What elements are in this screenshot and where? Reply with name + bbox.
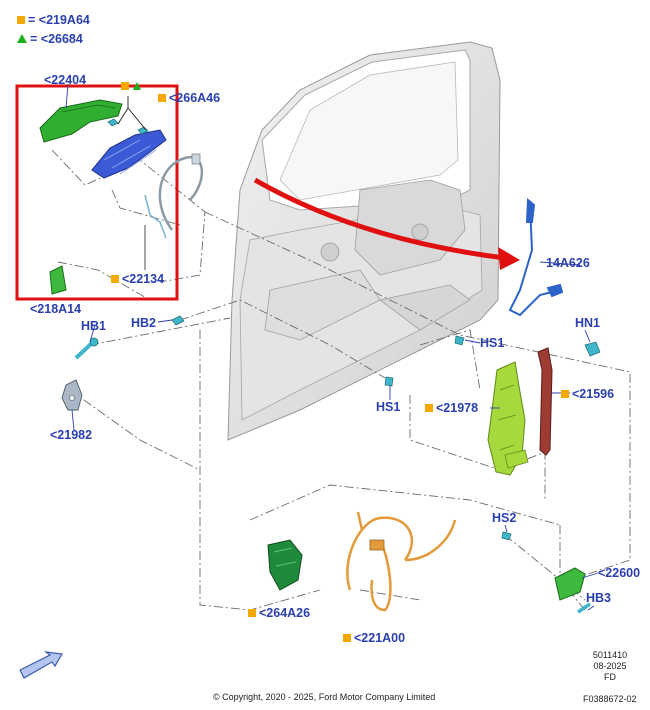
- bracket-part-22404: [39, 99, 123, 143]
- callout-21978: <21978: [425, 401, 478, 415]
- orange-square-icon: [561, 390, 569, 398]
- bolt-hb2: [171, 315, 185, 326]
- rod-part-22134: [144, 194, 167, 239]
- bracket-part-22600: [554, 567, 586, 601]
- reference-date: 08-2025: [593, 661, 627, 671]
- nut-hn1: [584, 341, 601, 357]
- reference-number: 5011410: [592, 650, 628, 660]
- reference-code: FD: [604, 672, 616, 682]
- door-shell: [227, 41, 501, 441]
- callout-hb3: HB3: [586, 591, 612, 605]
- hinge-part-21982: [61, 379, 83, 411]
- callout-14A626: 14A626: [546, 256, 590, 270]
- screw-hs2: [501, 531, 512, 541]
- screw-hs1-lower: [384, 376, 394, 387]
- legend-green-triangle: = <26684: [17, 32, 83, 46]
- clip-fasteners: [107, 82, 149, 135]
- figure-id: F0388672-02: [583, 694, 637, 704]
- callout-221A00: <221A00: [343, 631, 405, 645]
- orange-square-icon: [158, 94, 166, 102]
- callout-218A14: <218A14: [30, 302, 82, 316]
- wiring-part-14A626: [508, 197, 564, 317]
- highlight-box: [15, 84, 179, 301]
- view-direction-arrow-icon: [19, 651, 63, 679]
- legend-orange-square: = <219A64: [17, 13, 90, 27]
- callout-hb1: HB1: [81, 319, 107, 333]
- actuator-part-264A26: [267, 539, 303, 591]
- callout-22600: <22600: [598, 566, 641, 580]
- callout-hs1-lower: HS1: [376, 400, 401, 414]
- callout-21596: <21596: [561, 387, 614, 401]
- bolt-hb1: [74, 337, 99, 360]
- handle-mechanism-part: [91, 129, 167, 179]
- callout-21982: <21982: [50, 428, 93, 442]
- green-triangle-icon: [17, 34, 27, 43]
- exploded-leader-lines: [51, 149, 631, 611]
- callout-22404: <22404: [44, 73, 87, 87]
- orange-square-icon: [343, 634, 351, 642]
- screw-hs1-upper: [454, 335, 465, 346]
- orange-square-icon: [425, 404, 433, 412]
- callout-hb2: HB2: [131, 316, 157, 330]
- copyright-text: © Copyright, 2020 - 2025, Ford Motor Com…: [213, 692, 436, 702]
- callout-hs2: HS2: [492, 511, 517, 525]
- harness-part-221A00: [346, 511, 457, 612]
- cable-part-266A46: [158, 155, 204, 231]
- callout-266A46: <266A46: [158, 91, 220, 105]
- callout-22134: <22134: [111, 272, 164, 286]
- bolt-hb3: [577, 602, 591, 614]
- callout-264A26: <264A26: [248, 606, 310, 620]
- reference-block: 5011410 08-2025 FD: [580, 650, 640, 683]
- orange-square-icon: [248, 609, 256, 617]
- regulator-part-21978: [487, 361, 529, 476]
- red-arrow: [253, 177, 520, 270]
- orange-square-icon: [111, 275, 119, 283]
- callout-hn1: HN1: [575, 316, 601, 330]
- channel-part-21596: [537, 347, 553, 456]
- orange-square-icon: [17, 16, 25, 24]
- latch-part-218A14: [49, 265, 67, 295]
- callout-hs1-upper: HS1: [480, 336, 505, 350]
